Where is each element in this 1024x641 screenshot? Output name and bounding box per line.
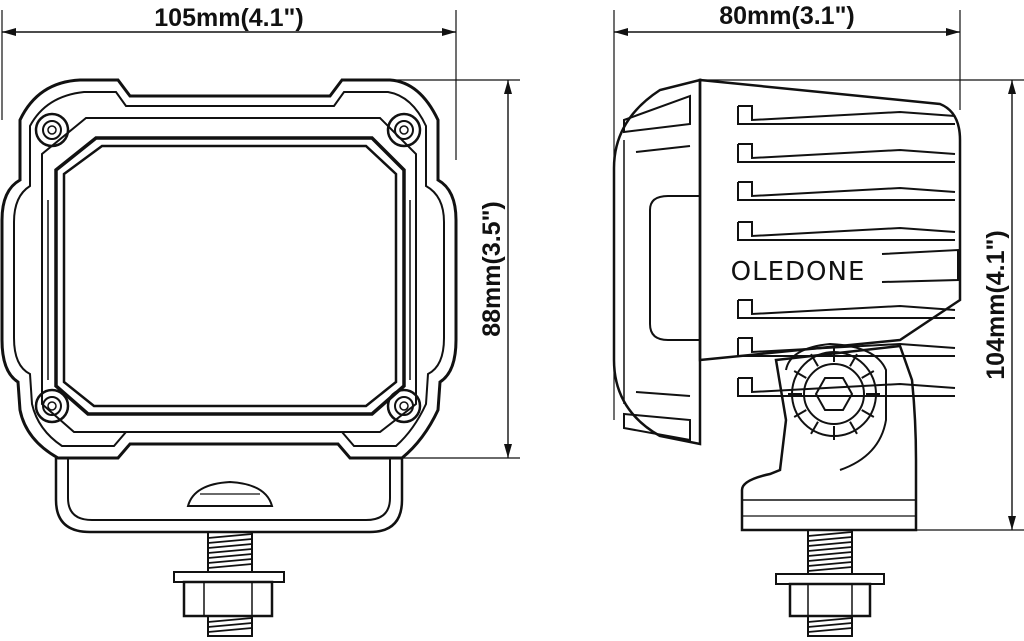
side-depth-dimension: 80mm(3.1") [613,2,961,420]
front-bolt-top-right [386,112,422,148]
front-bolt-bottom-right [386,388,422,424]
front-view: 105mm(4.1") [0,4,520,637]
front-height-dimension: 88mm(3.5") [390,79,520,459]
front-mounting-bracket [54,458,404,534]
front-bolt-bottom-left [34,388,70,424]
front-width-dimension: 105mm(4.1") [1,4,457,160]
front-height-label: 88mm(3.5") [478,201,506,337]
side-bezel [612,78,702,446]
side-heatsink: OLEDONE [649,78,962,397]
front-bolt-top-left [34,112,70,148]
brand-label: OLEDONE [731,257,866,287]
side-mounting-bracket [740,342,918,532]
adjust-knob [788,348,880,440]
front-width-label: 105mm(4.1") [154,4,303,32]
front-housing [0,78,458,460]
side-height-label: 104mm(4.1") [982,230,1010,379]
side-view: 80mm(3.1") OLEDONE [612,2,1024,637]
side-height-dimension: 104mm(4.1") [700,79,1024,531]
side-depth-label: 80mm(3.1") [719,2,855,30]
side-mounting-bolt [775,529,885,637]
front-mounting-bolt [173,531,285,637]
